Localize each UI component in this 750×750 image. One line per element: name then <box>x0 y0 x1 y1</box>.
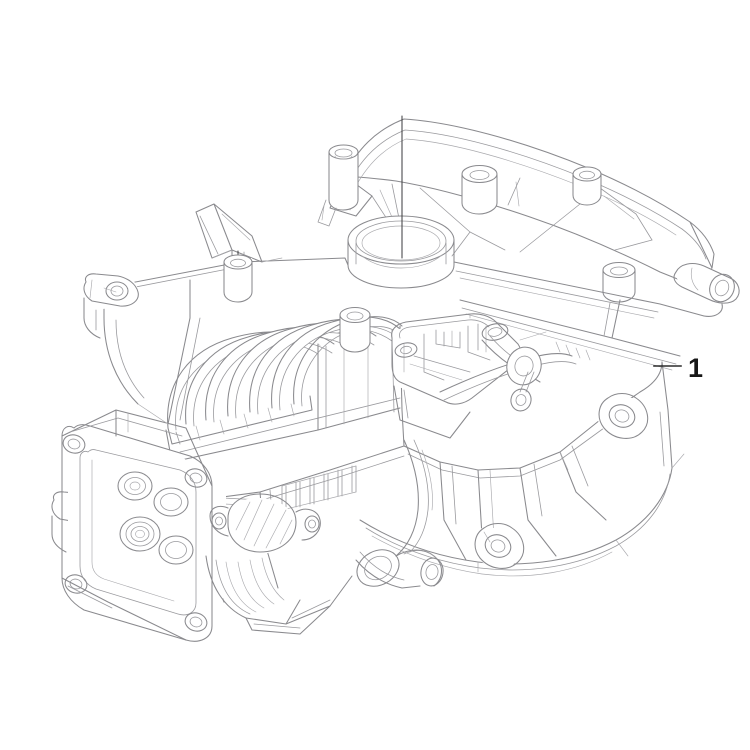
side-cover-flange <box>61 409 226 642</box>
lower-barrel-skirt <box>205 555 353 635</box>
mounting-boss-upper-right <box>461 164 498 215</box>
lower-casing-body <box>355 361 673 589</box>
exhaust-port-flange <box>209 493 321 554</box>
upper-crankcase-half <box>195 118 715 285</box>
cooling-fins-vertical <box>281 465 357 511</box>
bracket-arm <box>439 335 577 412</box>
mounting-boss-right-end <box>673 263 740 304</box>
right-casing-lug <box>597 392 649 439</box>
callout-1: 1 <box>653 353 703 383</box>
detail-edges <box>103 249 685 573</box>
callout-1-label: 1 <box>688 353 703 383</box>
lower-casing-lug <box>473 522 525 569</box>
cover-bosses <box>117 471 194 565</box>
left-wall-panels <box>103 249 371 425</box>
mounting-boss-right-mid <box>602 261 636 303</box>
cylinder-bore-opening <box>347 215 455 289</box>
mounting-boss-upper-left <box>317 144 359 227</box>
mounting-boss-mid-right <box>572 166 602 206</box>
